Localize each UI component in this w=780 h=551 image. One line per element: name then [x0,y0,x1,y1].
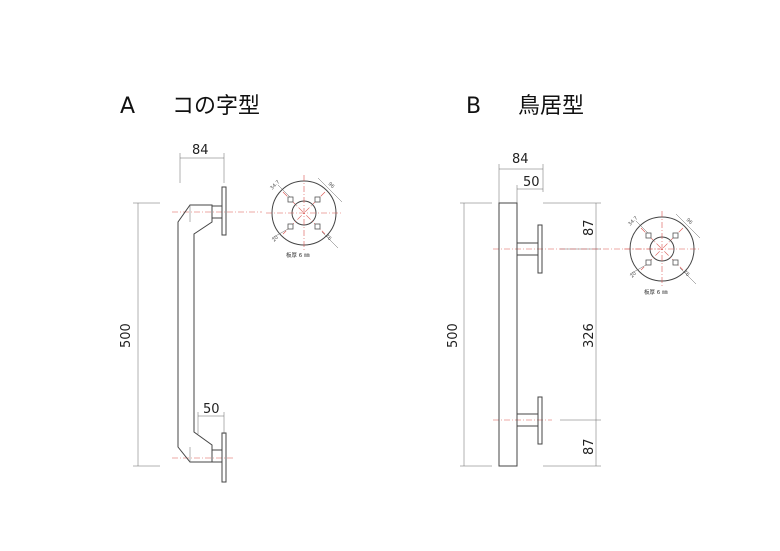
dim-b-middle-label: 326 [582,323,597,348]
dim-b-chain: 87 326 87 [543,202,601,467]
dim-b-top-label: 87 [582,219,597,236]
plate-a-thickness: 板厚 6 ㎜ [286,251,310,259]
plate-b-d4: 20 [629,271,638,280]
variant-b-letter: B [466,94,481,119]
variant-b-name: 鳥居型 [518,94,584,119]
dim-a-height-label: 500 [119,323,134,348]
bolt-hole-a [287,196,321,230]
plate-b-d1: 96 [685,217,694,226]
dim-b-height-label: 500 [446,323,461,348]
dim-a-leg-label: 50 [203,402,220,417]
dim-b-width: 84 [498,152,544,203]
variant-a: A コの字型 84 500 50 [119,94,343,483]
plate-detail-a: 96 76 34.7 20 板厚 6 ㎜ [266,175,343,259]
dim-b-height: 500 [446,202,492,467]
plate-a-d3: 34.7 [269,179,281,191]
dim-a-height: 500 [119,202,160,467]
variant-a-letter: A [120,94,135,119]
plate-a-d2: 76 [324,233,333,242]
plate-b-d2: 76 [682,269,691,278]
dim-b-leg-label: 50 [523,175,540,190]
dim-a-width: 84 [179,143,225,183]
dim-b-bottom-label: 87 [582,438,597,455]
bolt-hole-b [645,232,679,266]
dim-b-leg: 50 [516,175,543,203]
dim-a-leg: 50 [197,402,225,434]
handle-a [177,186,227,483]
plate-a-d4: 20 [271,235,280,244]
dim-b-width-label: 84 [512,152,529,167]
variant-b: B 鳥居型 84 50 500 87 [446,94,701,467]
variant-a-name: コの字型 [172,94,260,119]
plate-detail-b: 96 76 34.7 20 板厚 6 ㎜ [624,211,701,296]
dim-a-width-label: 84 [192,143,209,158]
plate-b-d3: 34.7 [627,215,639,227]
plate-a-d1: 96 [327,181,336,190]
handle-b [498,202,543,467]
plate-b-thickness: 板厚 6 ㎜ [644,288,668,296]
